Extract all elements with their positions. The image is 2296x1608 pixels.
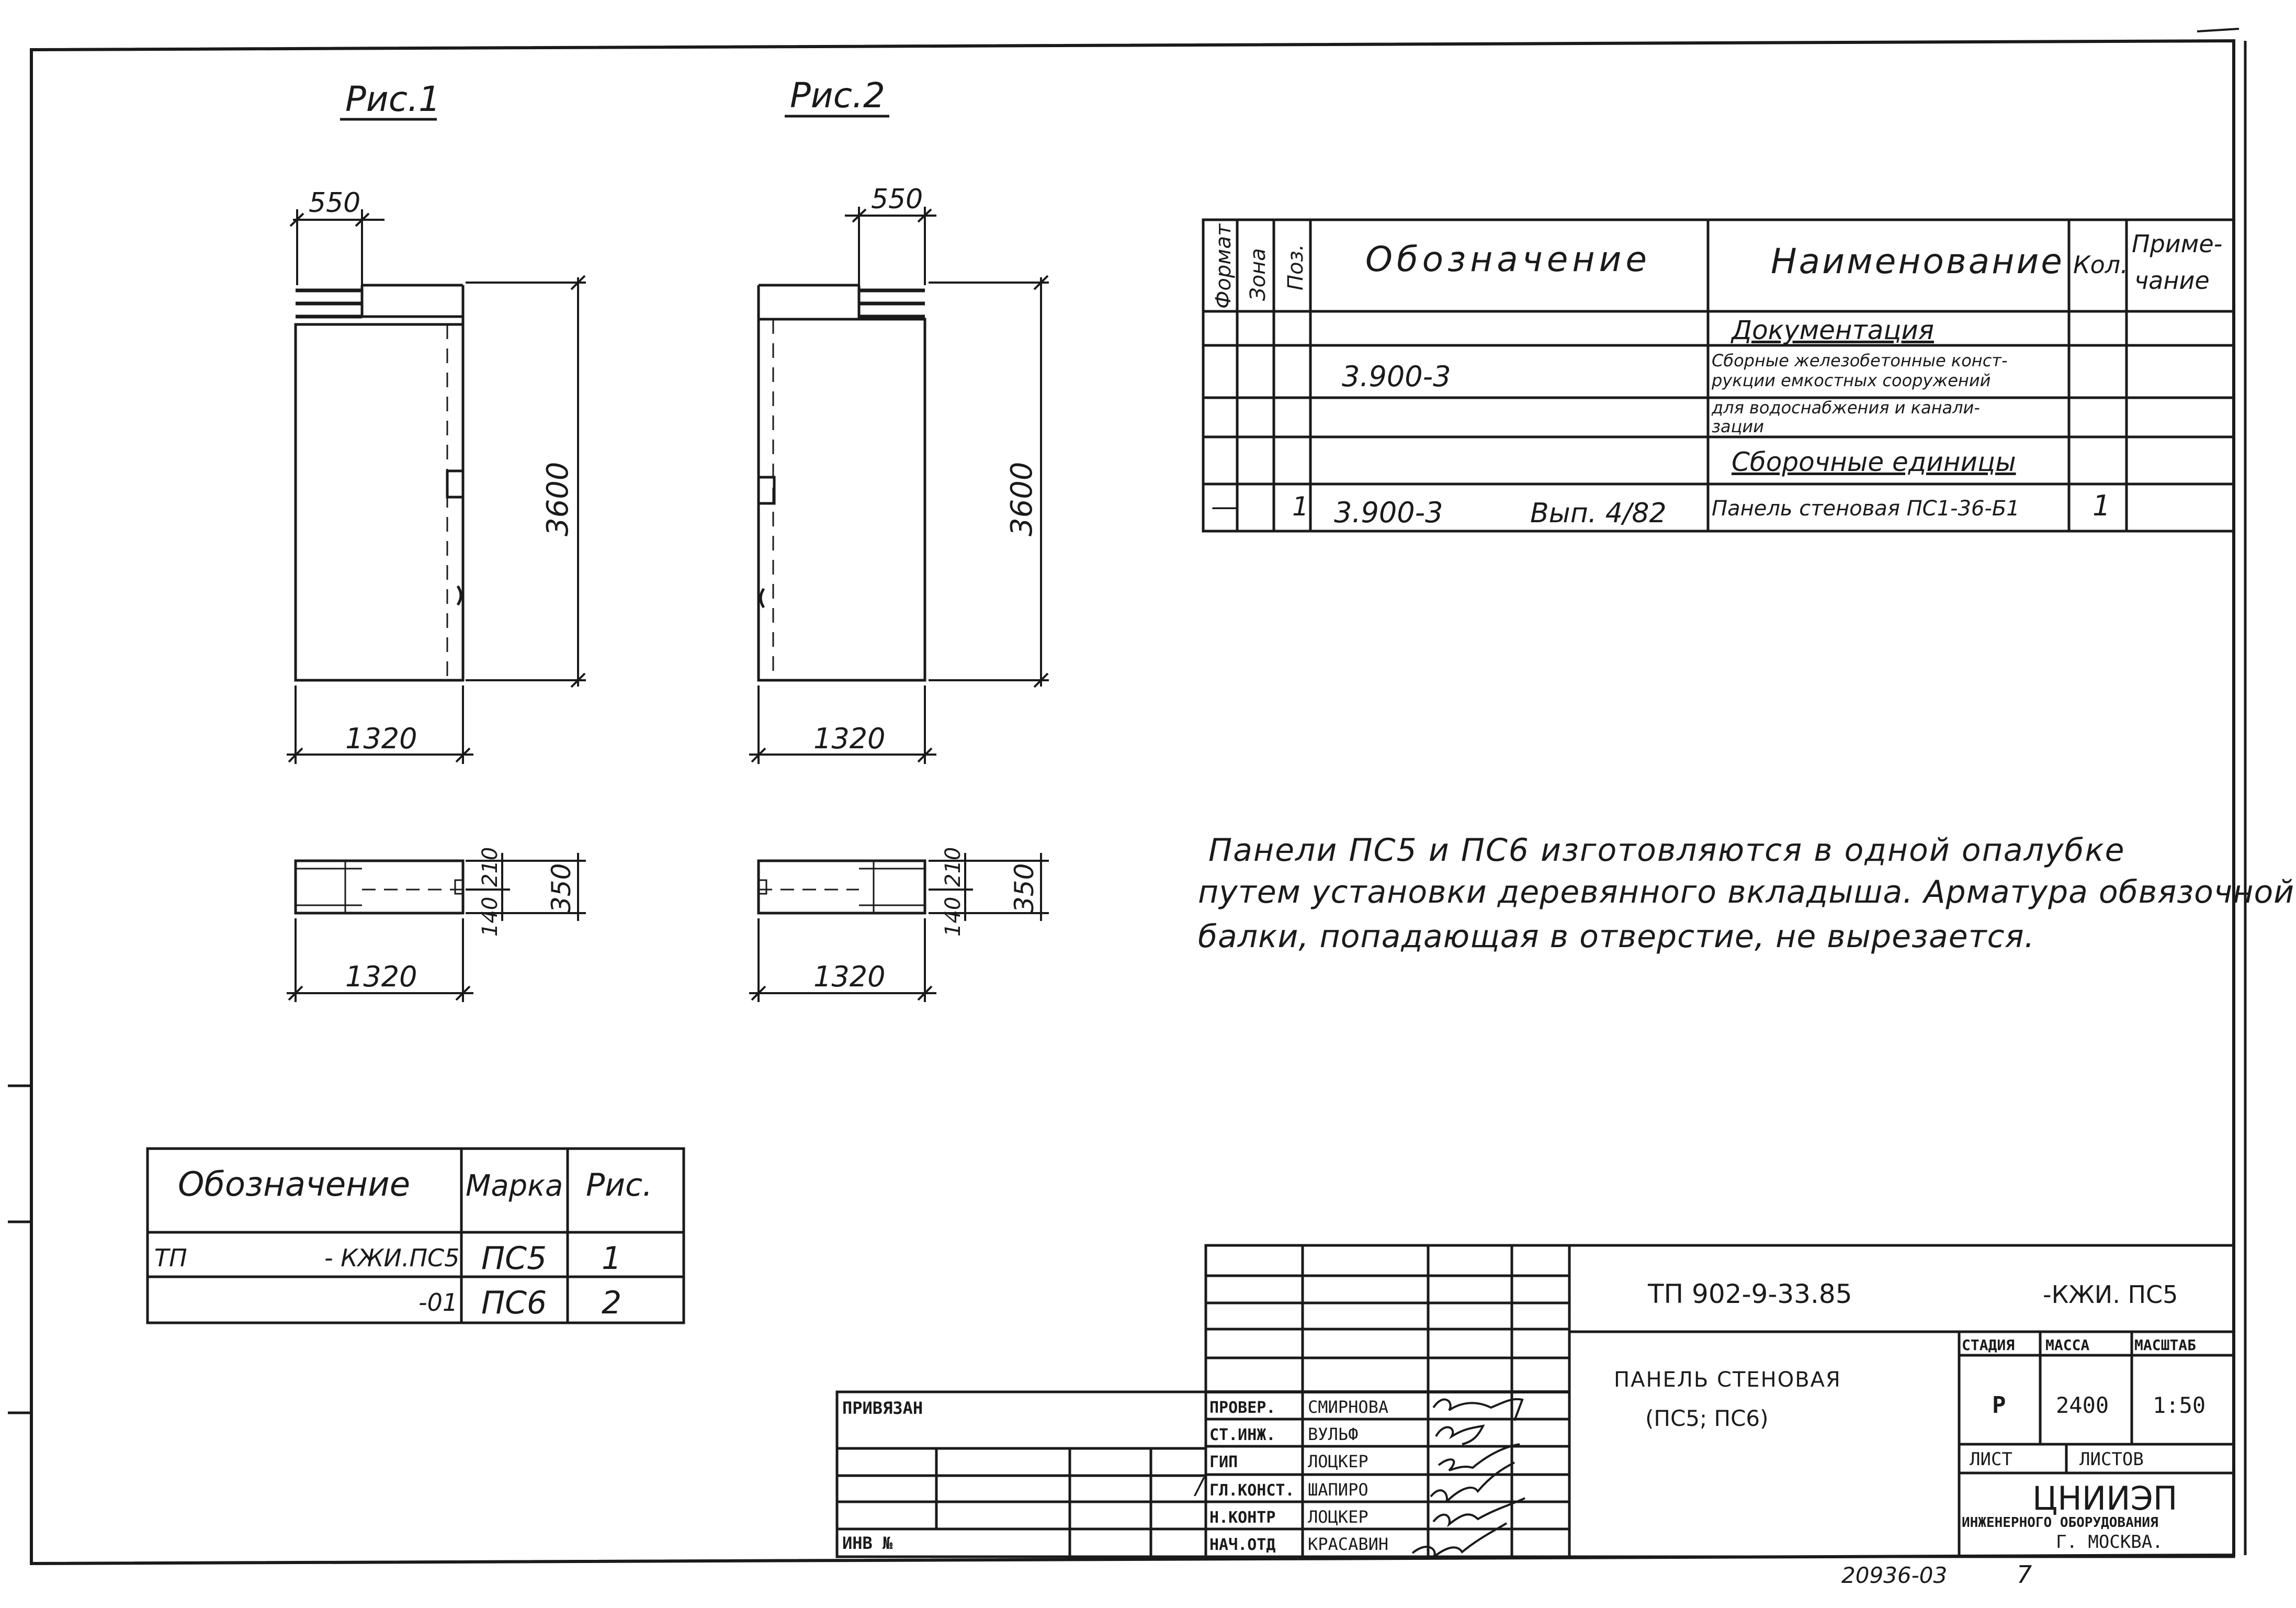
archive-number: 20936-03 [1841,1562,1947,1588]
tb-title-line2: (ПС5; ПС6) [1645,1405,1769,1431]
tb-sheet-label: ЛИСТ [1970,1449,2012,1470]
fig1-top-dim: 550 [309,187,360,219]
spec-doc-name-4: зации [1712,417,1764,436]
tb-name-2: ВУЛЬФ [1308,1424,1358,1444]
spec-row-name: Панель стеновая ПС1-36-Б1 [1712,497,2020,521]
tb-stage: Р [1992,1392,2006,1419]
spec-header-designation: Обозначение [1365,239,1651,279]
tb-role-gip: ГИП [1209,1453,1238,1471]
marks-row1-mark: ПС5 [481,1240,547,1277]
tb-org-city: Г. МОСКВА. [2056,1532,2163,1553]
note-line-3: балки, попадающая в отверстие, не выреза… [1198,918,2035,955]
figure-1: Рис.1 550 [287,79,586,1002]
figure-2: Рис.2 550 3600 [749,75,1049,1002]
tb-title-line1: ПАНЕЛЬ СТЕНОВАЯ [1614,1368,1841,1392]
spec-header-pos: Поз. [1284,244,1308,290]
tb-role-chief-designer: ГЛ.КОНСТ. [1209,1481,1295,1500]
spec-header-note-1: Приме- [2132,230,2222,258]
spec-row-issue: Вып. 4/82 [1530,498,1667,529]
spec-row-pos: 1 [1292,491,1309,522]
fig1-plan-dim-140: 140 [478,897,502,937]
tb-mass-label: МАССА [2045,1336,2089,1354]
tb-org-sub: ИНЖЕНЕРНОГО ОБОРУДОВАНИЯ [1962,1515,2158,1531]
marks-row1-prefix: ТП [154,1244,187,1272]
fig2-top-dim: 550 [871,184,923,215]
spec-row-qty: 1 [2093,489,2110,522]
spec-header-name: Наименование [1771,241,2064,282]
tb-name-5: ЛОЦКЕР [1308,1507,1368,1527]
fig2-width-dim: 1320 [813,722,885,755]
spec-row-format: — [1211,491,1237,522]
fig2-plan-dim-210: 210 [941,847,965,887]
tb-mass: 2400 [2056,1392,2109,1418]
spec-doc-name-3: для водоснабжения и канали- [1711,398,1980,418]
spec-row-designation: 3.900-3 [1334,496,1443,529]
tb-change-mark: / [1193,1473,1205,1500]
marks-header-fig: Рис. [586,1167,652,1204]
tb-name-4: ШАПИРО [1308,1480,1368,1500]
tb-org-name: ЦНИИЭП [2032,1479,2177,1517]
spec-section-units: Сборочные единицы [1732,447,2016,477]
tb-sheets-label: ЛИСТОВ [2079,1449,2144,1470]
fig1-height-dim: 3600 [541,462,575,536]
tb-role-senior-eng: СТ.ИНЖ. [1209,1426,1275,1444]
spec-header-note-2: чание [2134,266,2210,295]
fig2-plan-width-dim: 1320 [813,960,885,993]
tb-doc-suffix: -КЖИ. ПС5 [2043,1280,2178,1309]
tb-role-norm-control: Н.КОНТР [1209,1509,1275,1527]
tb-name-3: ЛОЦКЕР [1308,1452,1368,1471]
spec-header-qty: Кол. [2073,251,2128,279]
note-text: Панели ПС5 и ПС6 изготовляются в одной о… [1198,832,2294,955]
spec-table: Формат Зона Поз. Обозначение Наименовани… [1202,218,2235,533]
marks-header-mark: Марка [466,1169,563,1203]
marks-row2-code: -01 [419,1288,458,1317]
fig2-height-dim: 3600 [1005,462,1039,536]
tb-role-check: ПРОВЕР. [1209,1399,1275,1417]
title-block: ПРИВЯЗАН ИНВ № / ПРОВЕР. СТ.ИНЖ. ГИП ГЛ.… [835,1244,2235,1558]
fig2-plan-dim-140: 140 [941,897,965,937]
tb-name-1: СМИРНОВА [1308,1397,1388,1417]
fig1-plan-dim-350: 350 [546,863,576,913]
spec-header-format: Формат [1212,223,1236,309]
tb-privyazan: ПРИВЯЗАН [842,1398,923,1418]
tb-scale-label: МАСШТАБ [2134,1336,2196,1354]
spec-doc-name-1: Сборные железобетонные конст- [1712,351,2007,370]
note-line-2: путем установки деревянного вкладыша. Ар… [1198,874,2294,910]
fig1-plan-width-dim: 1320 [345,960,417,993]
signatures [1411,1398,1525,1558]
spec-doc-name-2: рукции емкостных сооружений [1711,370,1990,390]
marks-row1-fig: 1 [602,1240,621,1277]
tb-name-6: КРАСАВИН [1308,1534,1388,1554]
tb-role-dept-head: НАЧ.ОТД [1209,1536,1275,1554]
marks-row2-fig: 2 [602,1285,621,1321]
fig1-width-dim: 1320 [345,722,417,755]
fig2-plan-dim-350: 350 [1009,863,1039,913]
page-mark: 7 [2017,1560,2032,1589]
tb-scale: 1:50 [2153,1392,2205,1418]
fig1-title: Рис.1 [345,79,440,119]
marks-header-designation: Обозначение [178,1165,410,1204]
note-line-1: Панели ПС5 и ПС6 изготовляются в одной о… [1208,832,2125,869]
marks-row1-code: - КЖИ.ПС5 [324,1244,459,1272]
tb-doc-code: ТП 902-9-33.85 [1647,1279,1852,1309]
spec-doc-designation: 3.900-3 [1342,360,1451,393]
marks-row2-mark: ПС6 [481,1285,547,1321]
fig1-plan-dim-210: 210 [478,847,502,887]
tb-stage-label: СТАДИЯ [1962,1336,2015,1354]
binding-marks [8,1084,31,1414]
fig2-title: Рис.2 [790,75,885,116]
spec-section-docs: Документация [1731,315,1934,345]
tb-inv-no: ИНВ № [842,1533,893,1553]
marks-table: Обозначение Марка Рис. ТП - КЖИ.ПС5 ПС5 … [146,1147,685,1324]
spec-header-zone: Зона [1246,248,1270,301]
